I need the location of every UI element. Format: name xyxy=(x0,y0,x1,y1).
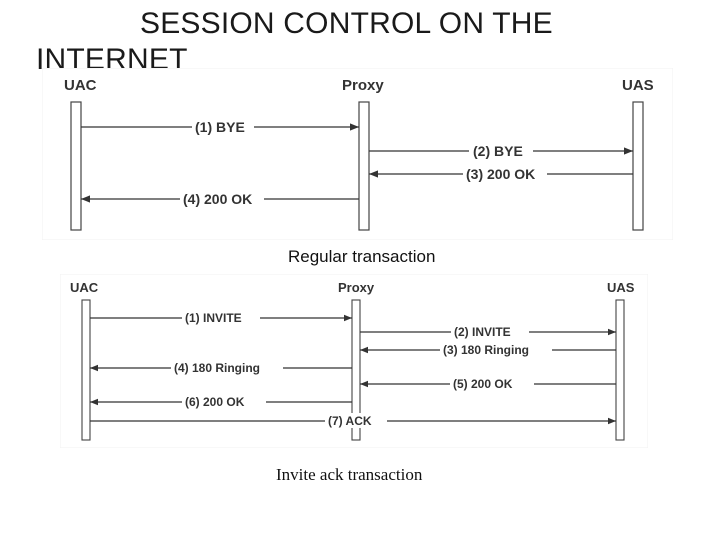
proxy-lifeline xyxy=(358,101,370,231)
uac-label: UAC xyxy=(64,77,97,94)
uac-lifeline xyxy=(70,101,82,231)
regular-transaction-diagram: UAC Proxy UAS (1) BYE (2) BYE (3) 200 OK… xyxy=(42,68,673,240)
invite-ack-transaction-caption: Invite ack transaction xyxy=(276,465,423,484)
message-label: (4) 180 Ringing xyxy=(174,361,260,375)
proxy-label: Proxy xyxy=(338,280,375,295)
proxy-label: Proxy xyxy=(342,77,384,94)
proxy-lifeline xyxy=(351,299,361,441)
message-label: (2) BYE xyxy=(473,143,523,159)
uas-label: UAS xyxy=(607,280,635,295)
uac-label: UAC xyxy=(70,280,99,295)
message-label: (6) 200 OK xyxy=(185,395,245,409)
invite-ack-transaction-diagram: UAC Proxy UAS (1) INVITE (2) INVITE (3) … xyxy=(60,274,648,448)
message-label: (3) 180 Ringing xyxy=(443,343,529,357)
message-label: (1) BYE xyxy=(195,119,245,135)
uas-lifeline xyxy=(615,299,625,441)
message-label: (7) ACK xyxy=(328,414,372,428)
slide-title: SESSION CONTROL ON THE INTERNET xyxy=(36,7,553,76)
message-label: (4) 200 OK xyxy=(183,191,252,207)
message-label: (2) INVITE xyxy=(454,325,511,339)
message-label: (5) 200 OK xyxy=(453,377,513,391)
message-label: (1) INVITE xyxy=(185,311,242,325)
uas-lifeline xyxy=(632,101,644,231)
uas-label: UAS xyxy=(622,77,654,94)
message-label: (3) 200 OK xyxy=(466,166,535,182)
regular-transaction-caption: Regular transaction xyxy=(288,247,436,266)
uac-lifeline xyxy=(81,299,91,441)
